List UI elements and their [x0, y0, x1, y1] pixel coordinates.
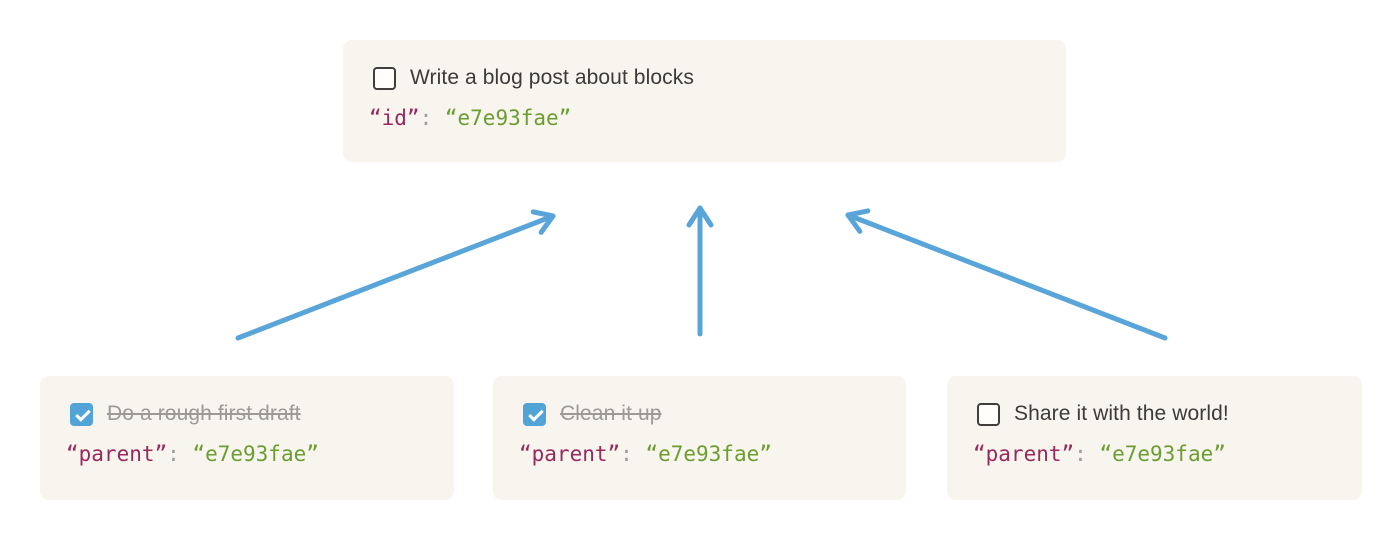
task-title: Do a rough first draft — [107, 402, 301, 425]
task-row: Do a rough first draft — [66, 402, 428, 426]
code-line: “parent”: “e7e93fae” — [66, 441, 428, 467]
task-checkbox[interactable] — [523, 402, 546, 426]
task-checkbox[interactable] — [70, 402, 93, 426]
arrow-child3-to-parent — [845, 208, 1168, 341]
arrow-child1-to-parent — [235, 209, 556, 341]
code-colon: : — [620, 442, 646, 466]
code-colon: : — [1074, 442, 1100, 466]
task-title: Write a blog post about blocks — [410, 66, 694, 89]
code-line: “parent”: “e7e93fae” — [519, 441, 880, 467]
parent-task-card: Write a blog post about blocks “id”: “e7… — [343, 40, 1066, 162]
task-checkbox[interactable] — [977, 402, 1000, 426]
child-task-card-1: Do a rough first draft “parent”: “e7e93f… — [40, 376, 454, 500]
child-task-card-2: Clean it up “parent”: “e7e93fae” — [493, 376, 906, 500]
task-title: Clean it up — [560, 402, 662, 425]
code-colon: : — [419, 106, 445, 130]
code-key: “parent” — [519, 442, 621, 466]
code-line: “id”: “e7e93fae” — [369, 105, 1040, 131]
code-key: “parent” — [973, 442, 1075, 466]
task-row: Write a blog post about blocks — [369, 66, 1040, 90]
code-value: “e7e93fae” — [444, 106, 572, 130]
code-line: “parent”: “e7e93fae” — [973, 441, 1336, 467]
task-checkbox[interactable] — [373, 66, 396, 90]
task-row: Share it with the world! — [973, 402, 1336, 426]
code-value: “e7e93fae” — [1099, 442, 1226, 466]
code-key: “parent” — [66, 442, 168, 466]
child-task-card-3: Share it with the world! “parent”: “e7e9… — [947, 376, 1362, 500]
code-key: “id” — [369, 106, 420, 130]
code-colon: : — [167, 442, 193, 466]
task-title: Share it with the world! — [1014, 402, 1229, 425]
code-value: “e7e93fae” — [645, 442, 772, 466]
code-value: “e7e93fae” — [192, 442, 319, 466]
task-row: Clean it up — [519, 402, 880, 426]
